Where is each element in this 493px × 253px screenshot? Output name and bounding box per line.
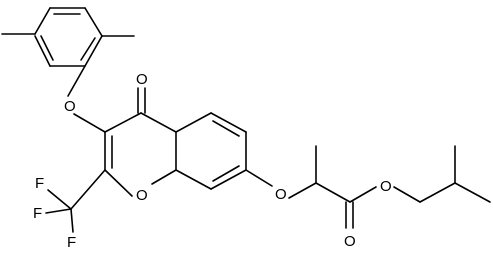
ring-oxygen-label: O — [136, 187, 148, 204]
bond — [349, 186, 377, 203]
fluorine-label-2: F — [33, 205, 42, 222]
bond — [175, 112, 212, 133]
bond — [34, 35, 51, 67]
bond — [73, 113, 106, 133]
bond — [70, 169, 106, 210]
bond — [104, 112, 142, 133]
bond — [104, 169, 133, 197]
bond — [210, 112, 247, 133]
atom-labels: O O O O O O F F F — [33, 71, 392, 251]
bond — [151, 169, 177, 185]
lactate-ether-oxygen-label: O — [275, 186, 287, 203]
bond — [393, 186, 421, 203]
bond — [84, 35, 103, 67]
bond — [245, 169, 273, 187]
bond — [212, 120, 240, 137]
bond — [84, 7, 103, 37]
ketone-oxygen-label: O — [136, 71, 148, 88]
aryl-ether-oxygen-label: O — [64, 98, 76, 115]
bond — [212, 165, 240, 182]
bond — [47, 189, 72, 210]
bond — [140, 112, 177, 133]
bond — [175, 169, 212, 190]
bond — [40, 35, 54, 61]
bond — [80, 37, 96, 61]
bond — [315, 182, 351, 203]
ester-oxygen-label: O — [380, 178, 392, 195]
bonds — [1, 7, 491, 233]
bond — [288, 182, 317, 199]
carbonyl-oxygen-label: O — [344, 233, 356, 250]
bond — [45, 208, 72, 214]
bond — [419, 182, 456, 203]
bond — [70, 208, 74, 233]
bond — [454, 182, 491, 203]
fluorine-label-1: F — [35, 175, 44, 192]
bond — [67, 65, 86, 97]
bond — [210, 169, 247, 190]
fluorine-label-3: F — [67, 234, 76, 251]
bond — [34, 7, 51, 35]
